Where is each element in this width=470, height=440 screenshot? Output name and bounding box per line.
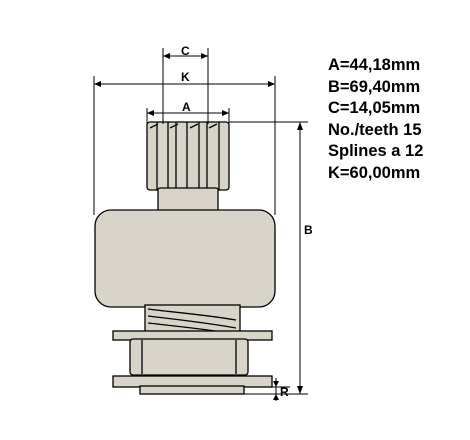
- clutch-body: [94, 209, 276, 308]
- spec-list: A=44,18mm B=69,40mm C=14,05mm No./teeth …: [328, 55, 423, 184]
- dimension-label-b: B: [304, 223, 313, 237]
- spec-b: B=69,40mm: [328, 77, 421, 96]
- dimension-label-r: R: [280, 385, 289, 399]
- spec-k: K=60,00mm: [328, 163, 421, 182]
- dimension-arrowheads: [94, 53, 303, 400]
- spec-a: A=44,18mm: [328, 56, 421, 74]
- pinion-collar: [157, 187, 219, 212]
- hub: [129, 338, 249, 376]
- spline-sleeve: [144, 304, 241, 336]
- spec-splines: Splines a 12: [328, 142, 424, 160]
- bottom-ring: [139, 385, 245, 395]
- dimension-label-c: C: [181, 44, 190, 58]
- starter-drive-part: [94, 121, 276, 395]
- dimension-label-a: A: [182, 100, 191, 114]
- spec-c: C=14,05mm: [328, 99, 421, 117]
- dimension-label-k: K: [181, 70, 190, 84]
- spec-teeth: No./teeth 15: [328, 120, 422, 139]
